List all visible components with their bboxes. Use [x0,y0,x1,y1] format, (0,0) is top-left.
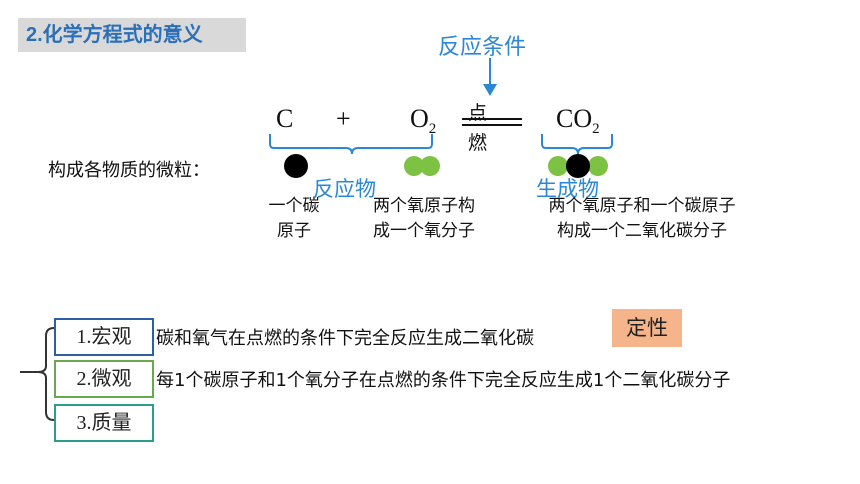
qualitative-tag: 定性 [612,309,682,347]
reactant-brace [269,134,433,155]
reactant-label: 反应物 [313,177,376,201]
co2-description: 两个氧原子和一个碳原子构成一个二氧化碳分子 [548,196,736,241]
oxygen-formula: O2 [410,104,437,138]
meanings-brace [20,327,55,421]
page-title: 2.化学方程式的意义 [26,24,203,46]
macro-text: 碳和氧气在点燃的条件下完全反应生成二氧化碳 [156,328,534,349]
carbon-symbol: C [276,104,294,133]
particles-label: 构成各物质的微粒： [48,160,210,181]
carbon-atom-icon [284,154,308,178]
title-background [18,18,246,52]
equals-sign [462,118,522,126]
condition-label: 反应条件 [438,35,527,60]
oxygen-atom-icon [420,156,440,176]
carbon-description: 一个碳原子 [268,196,320,241]
macro-box: 1.宏观 [54,318,154,356]
oxygen-atom-icon [548,156,568,176]
oxygen-description: 两个氧原子构成一个氧分子 [373,196,475,241]
carbon-atom-icon [566,154,590,178]
oxygen-atom-icon [588,156,608,176]
co2-formula: CO2 [556,104,600,138]
mass-box: 3.质量 [54,404,154,442]
condition-arrow [483,58,497,96]
product-label: 生成物 [536,177,599,201]
condition-bottom: 燃 [468,132,488,154]
oxygen-atom-icon [404,156,424,176]
plus-sign: + [336,104,351,133]
micro-box: 2.微观 [54,360,154,398]
micro-text: 每1个碳原子和1个氧分子在点燃的条件下完全反应生成1个二氧化碳分子 [156,370,731,391]
